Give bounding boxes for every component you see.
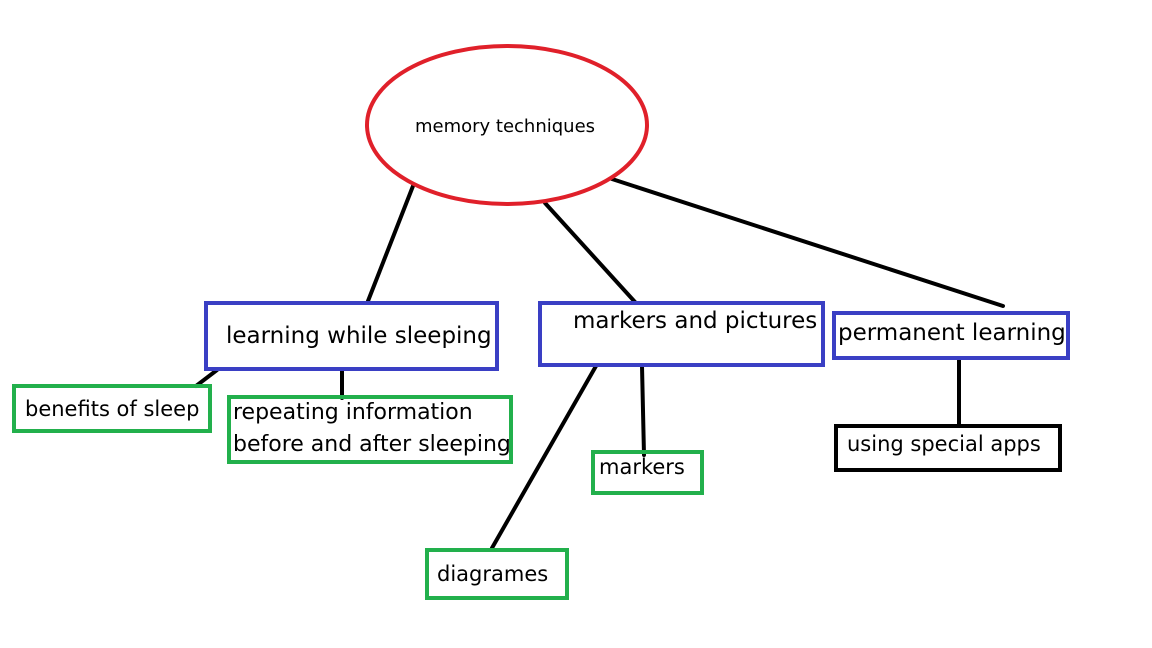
node-diagrames: diagrames	[425, 548, 569, 600]
node-repeating-information-label: repeating information before and after s…	[233, 400, 511, 457]
node-markers-and-pictures: markers and pictures	[538, 301, 825, 367]
node-markers-and-pictures-label: markers and pictures	[573, 308, 817, 334]
connector-root-permanent	[610, 177, 1005, 308]
node-repeating-information-line-2: before and after sleeping	[233, 432, 511, 457]
connector-sleep-benefits	[194, 368, 219, 388]
connector-markers-markers	[640, 364, 646, 457]
node-permanent-learning-box	[832, 311, 1070, 360]
node-benefits-of-sleep: benefits of sleep	[12, 384, 212, 433]
node-benefits-of-sleep-label: benefits of sleep	[25, 397, 199, 421]
root-label: memory techniques	[415, 116, 595, 137]
node-using-special-apps-box	[834, 424, 1062, 472]
node-markers-label: markers	[599, 455, 685, 479]
node-markers-and-pictures-box	[538, 301, 825, 367]
node-permanent-learning: permanent learning	[832, 311, 1070, 360]
node-benefits-of-sleep-box	[12, 384, 212, 433]
node-diagrames-box	[425, 548, 569, 600]
node-repeating-information: repeating information before and after s…	[227, 395, 513, 464]
node-markers: markers	[591, 450, 704, 495]
node-diagrames-label: diagrames	[437, 562, 548, 586]
root-node: memory techniques	[365, 44, 649, 206]
root-ellipse	[365, 44, 649, 206]
node-using-special-apps: using special apps	[834, 424, 1062, 472]
node-learning-while-sleeping-box	[204, 301, 499, 371]
node-learning-while-sleeping: learning while sleeping	[204, 301, 499, 371]
node-permanent-learning-label: permanent learning	[838, 320, 1066, 346]
node-markers-box	[591, 450, 704, 495]
node-using-special-apps-label: using special apps	[847, 432, 1041, 456]
node-repeating-information-line-1: repeating information	[233, 400, 473, 425]
connector-root-markers	[543, 201, 637, 304]
node-repeating-information-box	[227, 395, 513, 464]
connector-markers-diagrames	[490, 364, 598, 550]
connectors	[194, 177, 1005, 550]
node-learning-while-sleeping-label: learning while sleeping	[226, 323, 492, 349]
connector-root-sleep	[366, 184, 415, 303]
